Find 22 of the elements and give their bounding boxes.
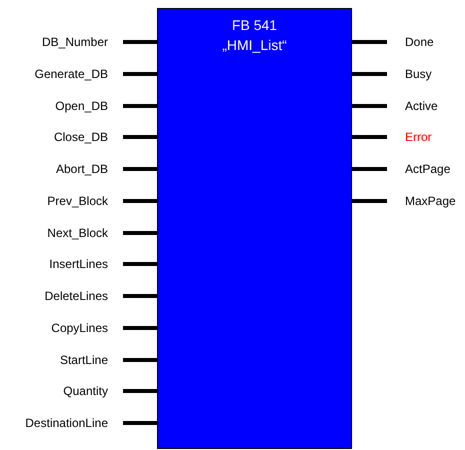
input-pin-label: Abort_DB xyxy=(56,162,108,176)
input-pin-label: InsertLines xyxy=(49,257,108,272)
input-pin-label: Prev_Block xyxy=(47,194,108,208)
input-pin-label: CopyLines xyxy=(51,320,108,335)
input-pin-label: Quantity xyxy=(63,384,108,398)
block-number: FB 541 xyxy=(230,17,278,33)
output-pin-label: Error xyxy=(405,130,432,144)
input-pin-label: DeleteLines xyxy=(44,289,108,303)
output-pin-label: Active xyxy=(405,98,438,112)
output-pin-label: Busy xyxy=(405,66,432,81)
input-pin-label: StartLine xyxy=(60,352,108,366)
input-pin-label: Next_Block xyxy=(47,226,108,240)
input-pin-label: DB_Number xyxy=(42,35,108,49)
input-pin-label: Open_DB xyxy=(55,98,108,112)
output-pin-label: Done xyxy=(405,35,434,49)
block-name: „HMI_List“ xyxy=(221,37,288,53)
input-pin-label: DestinationLine xyxy=(25,416,108,430)
output-pin-label: ActPage xyxy=(405,162,450,176)
input-pin-label: Generate_DB xyxy=(34,66,108,81)
input-pin-label: Close_DB xyxy=(54,130,108,144)
output-pin-label: MaxPage xyxy=(405,194,456,208)
function-block xyxy=(157,8,352,449)
